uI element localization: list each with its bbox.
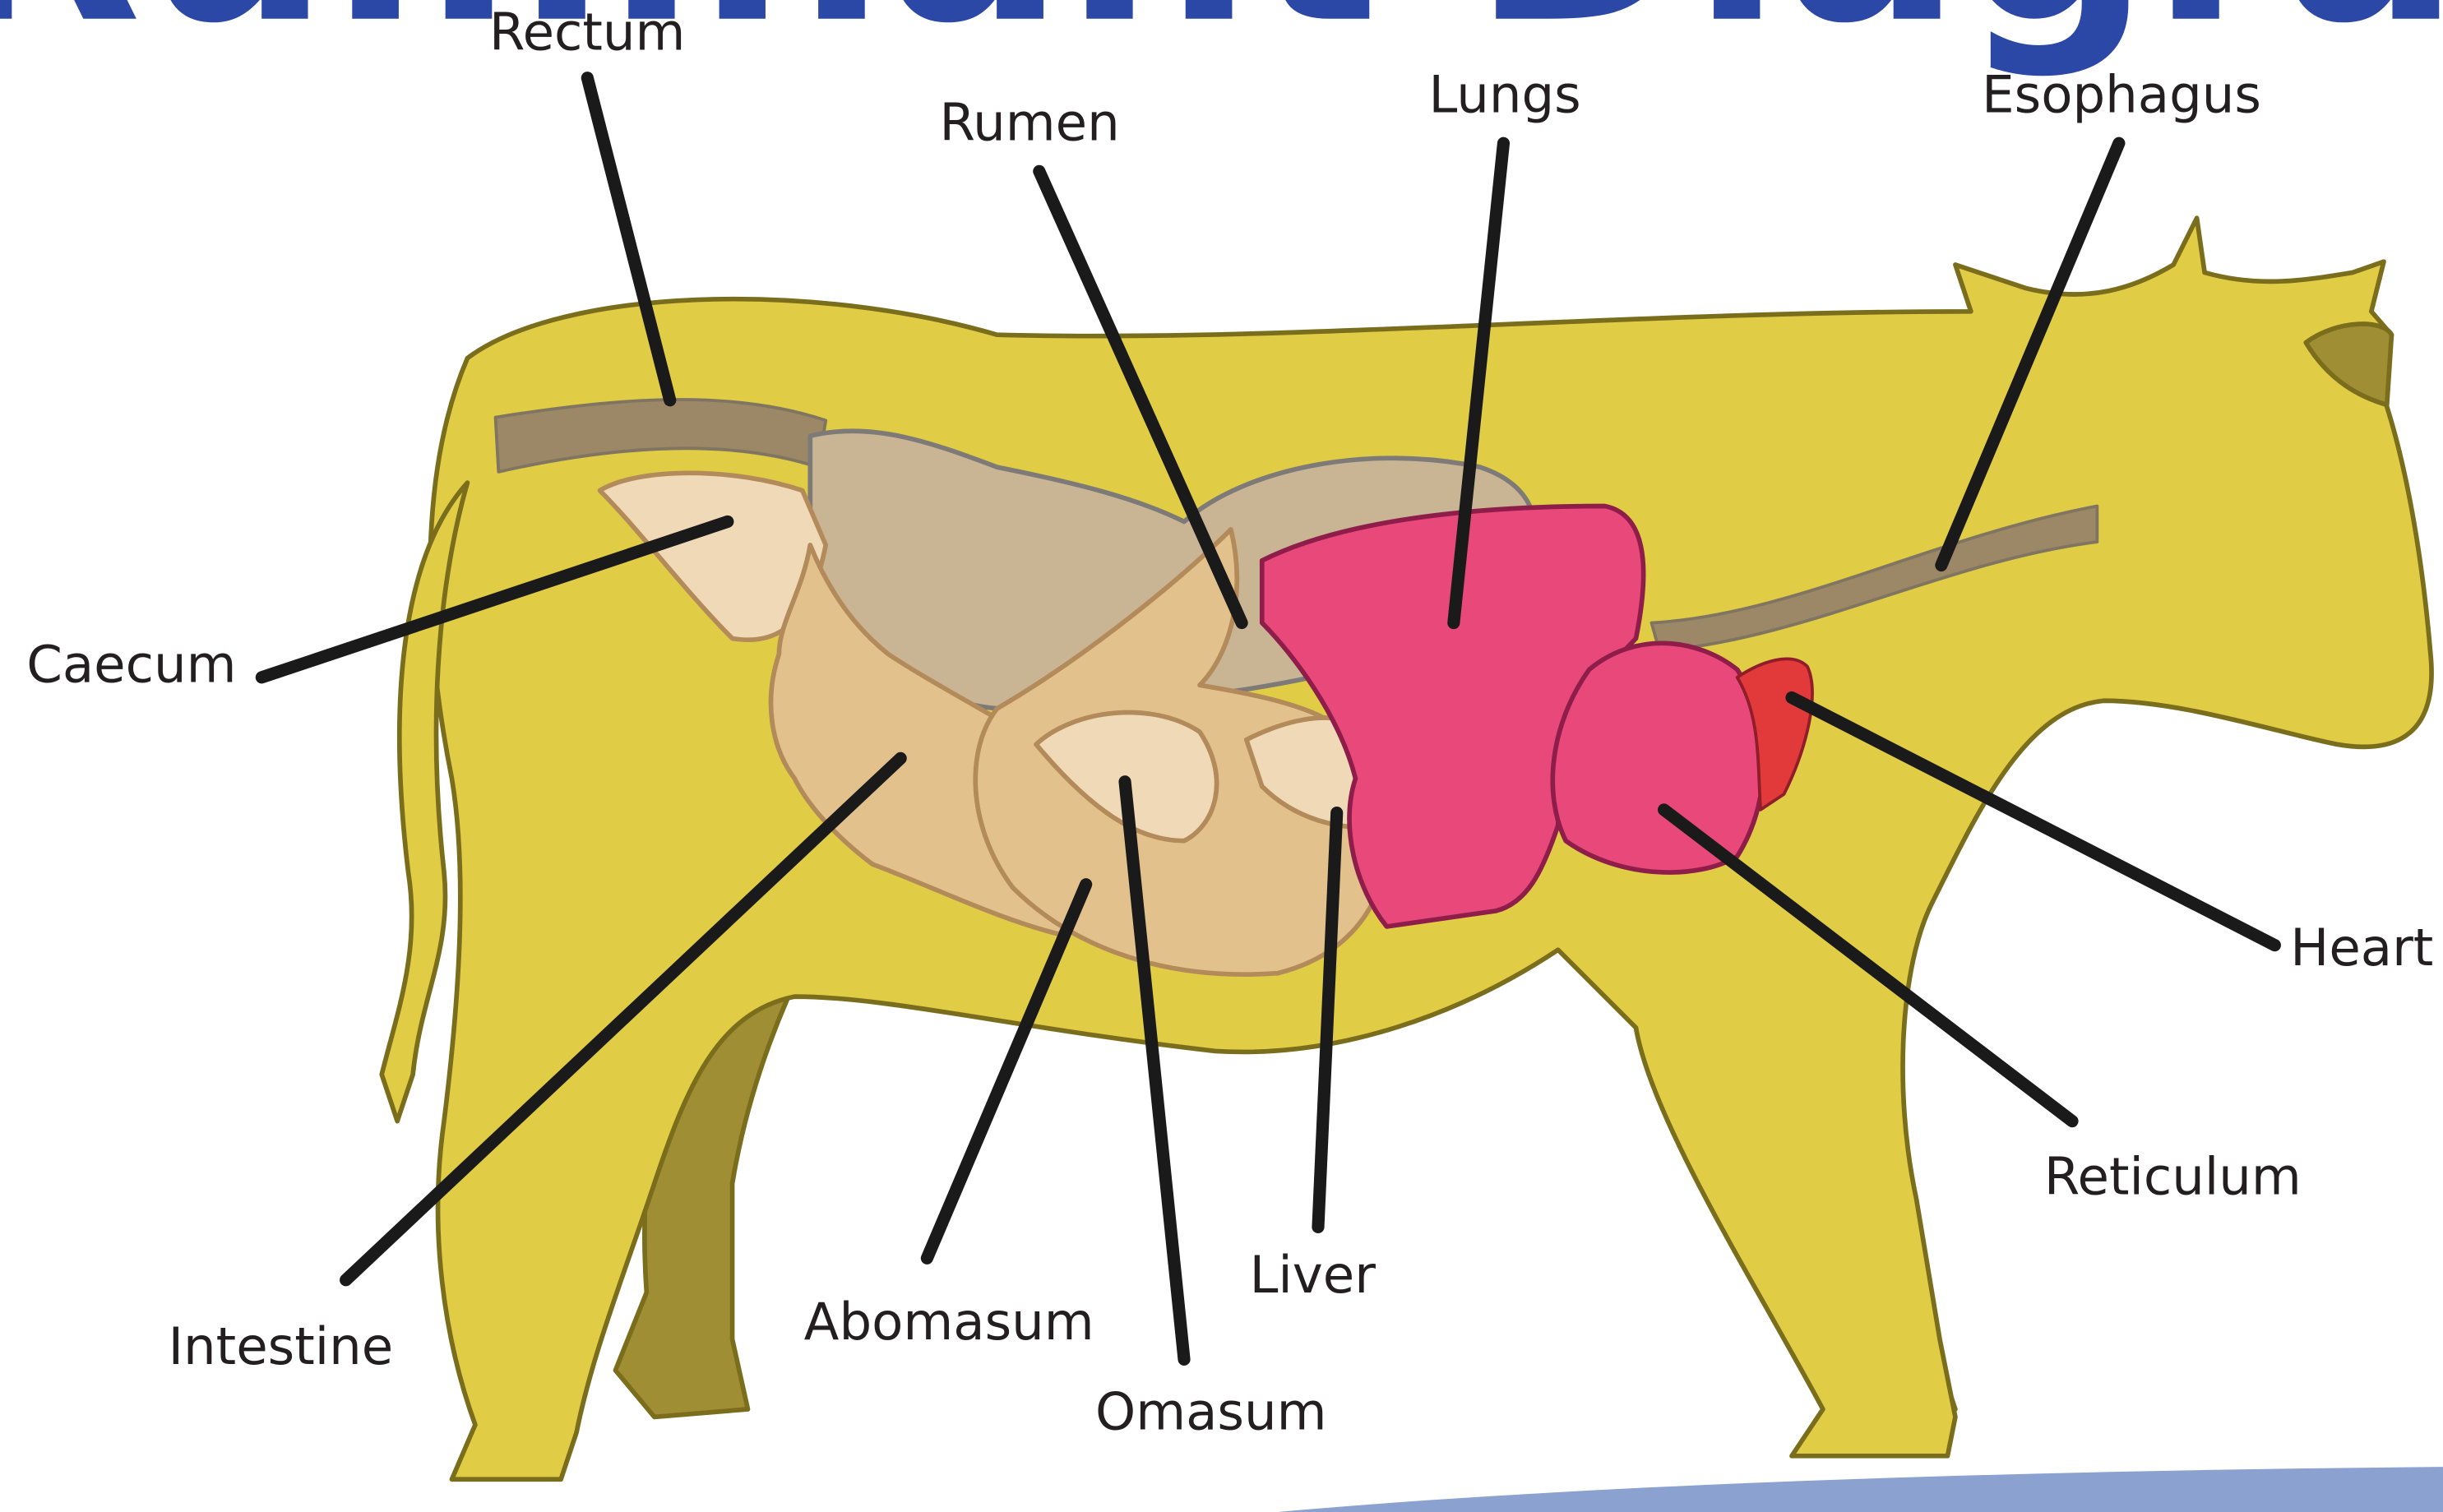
label-reticulum: Reticulum <box>2044 1147 2302 1207</box>
label-caecum: Caecum <box>26 635 236 695</box>
label-intestine: Intestine <box>169 1316 394 1376</box>
label-abomasum: Abomasum <box>804 1292 1094 1352</box>
label-rumen: Rumen <box>940 92 1120 152</box>
label-lungs: Lungs <box>1429 64 1581 124</box>
label-liver: Liver <box>1250 1245 1377 1305</box>
label-rectum: Rectum <box>489 2 685 62</box>
label-omasum: Omasum <box>1095 1382 1327 1442</box>
label-heart: Heart <box>2290 918 2433 978</box>
ground-swoosh <box>1278 1467 2443 1512</box>
label-esophagus: Esophagus <box>1982 64 2261 124</box>
reticulum-organ <box>1552 643 1763 872</box>
